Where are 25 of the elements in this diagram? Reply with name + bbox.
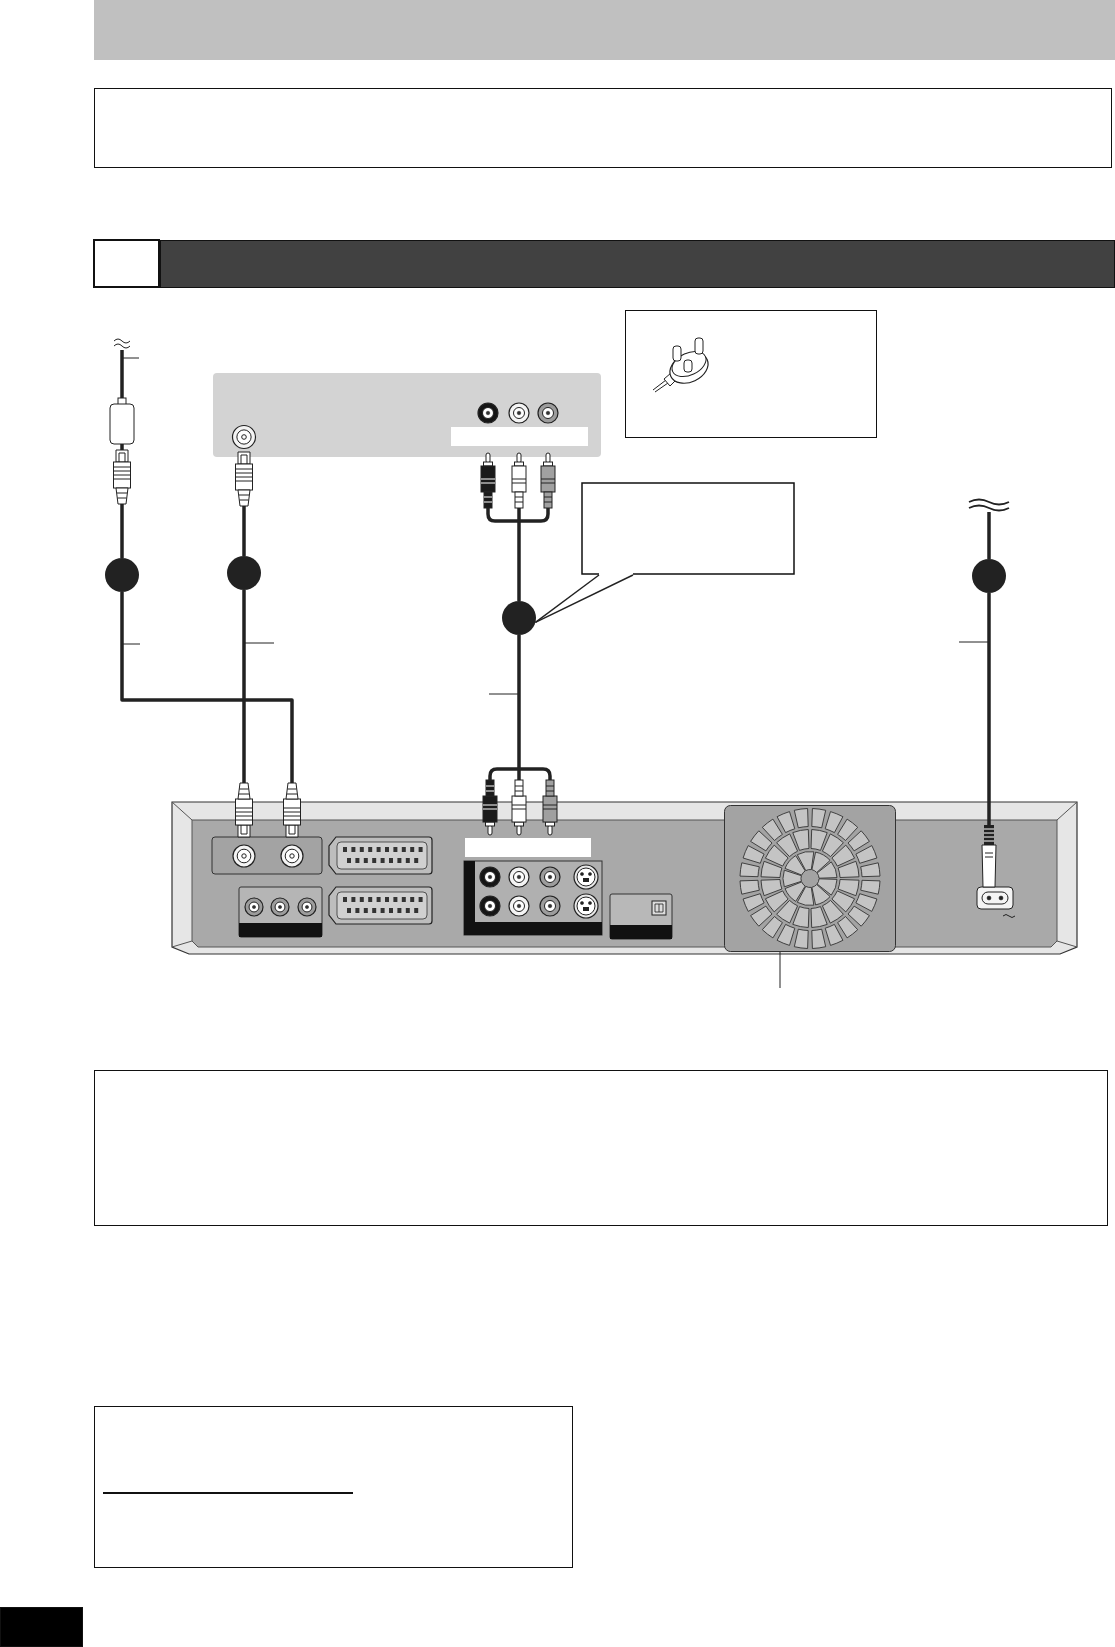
section-header-bar: [160, 240, 1115, 288]
cable: [981, 593, 997, 888]
header-band: [94, 0, 1115, 60]
page-tab: [0, 1607, 83, 1647]
notice-frame: [625, 310, 877, 438]
leader-line: [779, 951, 781, 989]
cable: [480, 452, 556, 601]
speech-bubble: [581, 482, 795, 575]
marker-circle: [502, 601, 536, 635]
cable: [482, 635, 558, 836]
square-frame: [93, 239, 160, 288]
cable: [235, 451, 253, 556]
fan-grille: [724, 805, 896, 952]
cable: [109, 338, 135, 558]
recorder-rear-panel: [171, 801, 1078, 955]
cable: [120, 592, 301, 838]
tv-rear-panel: [213, 373, 601, 457]
empty-frame: [94, 1070, 1108, 1226]
cable: [235, 590, 253, 838]
empty-frame: [94, 88, 1112, 168]
empty-frame: [94, 1406, 573, 1568]
marker-circle: [972, 559, 1006, 593]
marker-circle: [227, 556, 261, 590]
cable: [968, 498, 1010, 559]
marker-circle: [105, 558, 139, 592]
